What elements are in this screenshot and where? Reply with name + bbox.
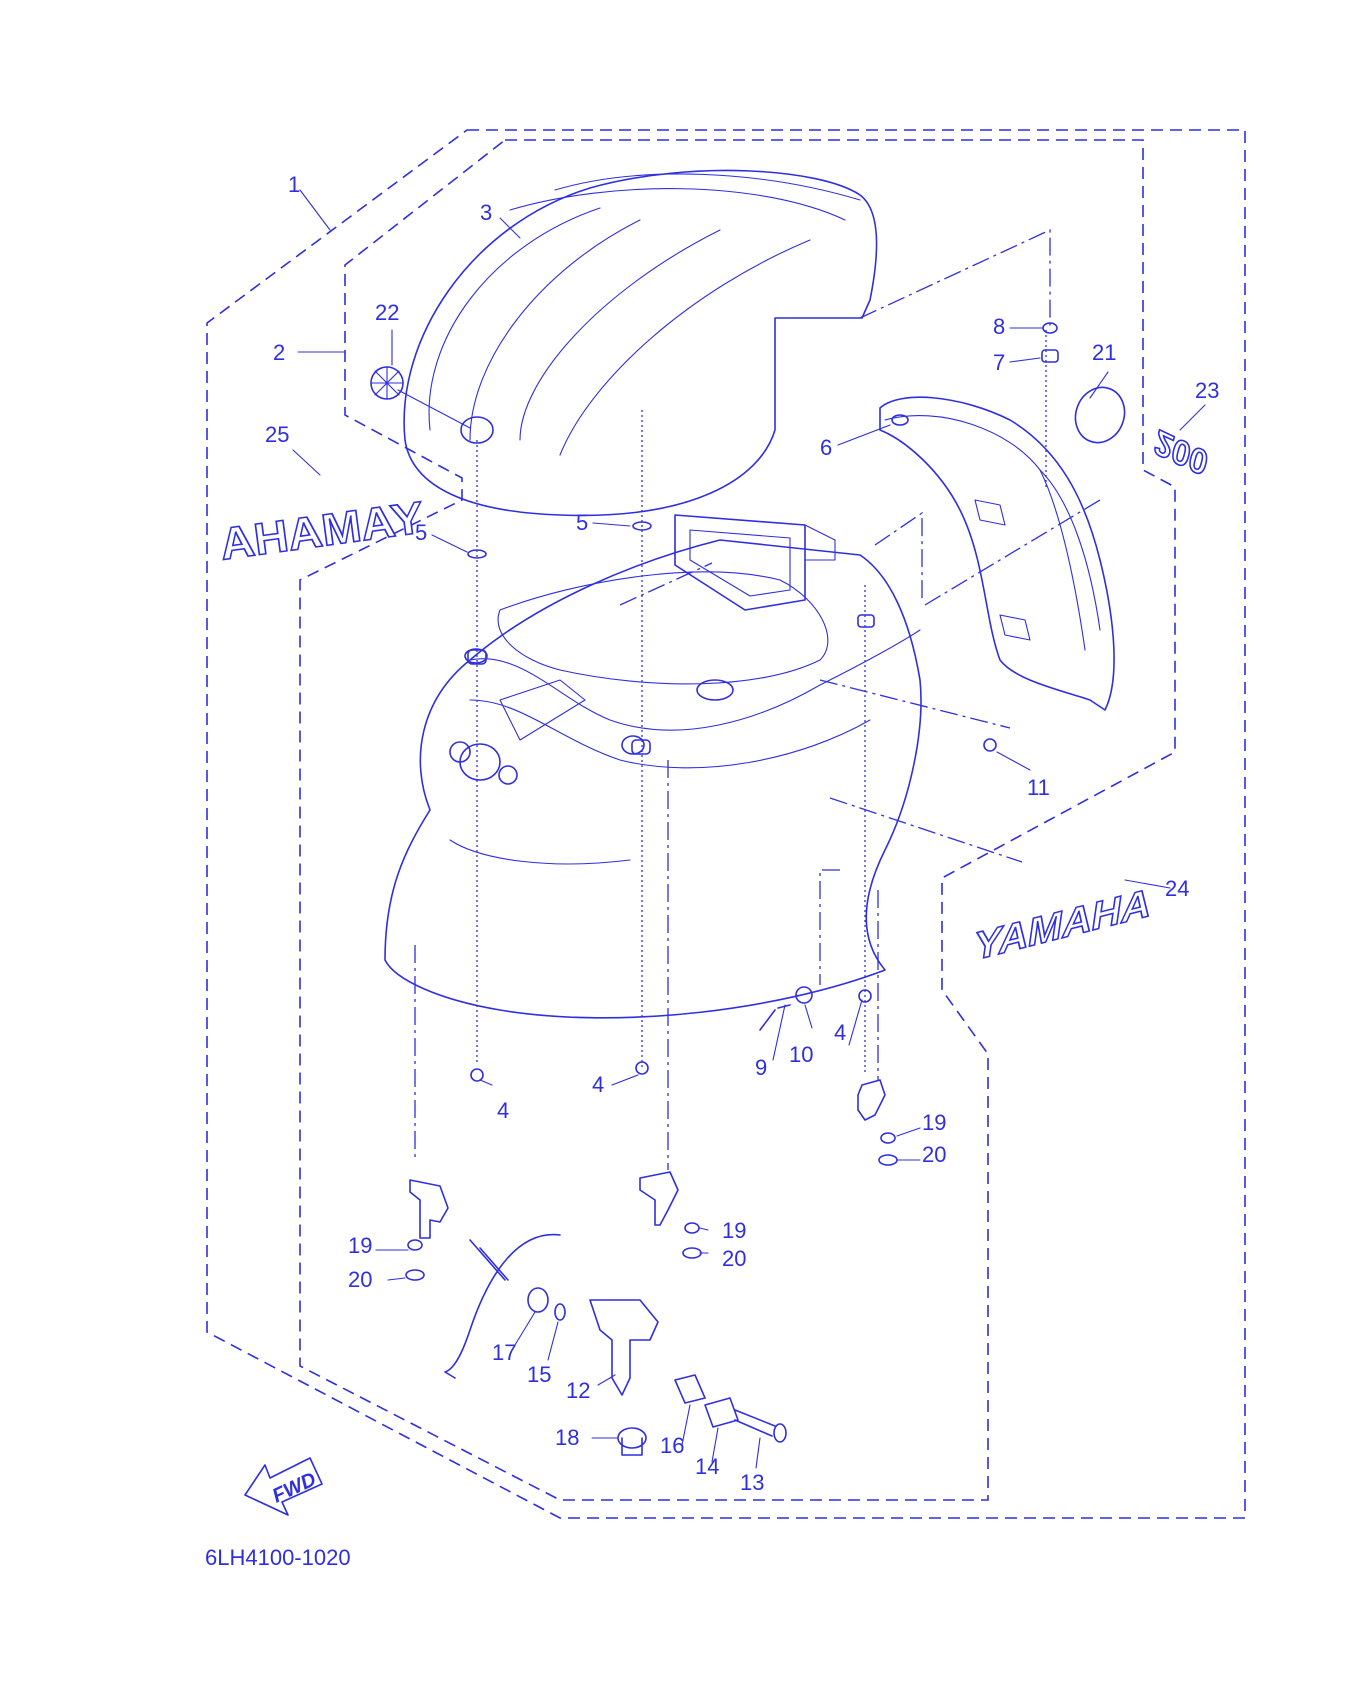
latch-detail: [444, 1233, 787, 1456]
callout-16: 16: [660, 1433, 684, 1458]
callout-5a: 5: [415, 520, 427, 545]
main-cowling: [384, 514, 922, 1019]
svg-text:YAMAHA: YAMAHA: [973, 880, 1152, 969]
callout-11: 11: [1027, 775, 1050, 800]
callout-4c: 4: [834, 1020, 846, 1045]
svg-text:YAMAHA: YAMAHA: [219, 491, 425, 570]
callout-8: 8: [993, 314, 1005, 339]
callout-4b: 4: [592, 1072, 604, 1097]
callout-17: 17: [492, 1340, 516, 1365]
callout-24: 24: [1165, 876, 1189, 901]
callout-9: 9: [755, 1055, 767, 1080]
callout-1: 1: [288, 172, 300, 197]
svg-text:200: 200: [1146, 422, 1214, 481]
callout-19c: 19: [922, 1110, 946, 1135]
decal-25: YAMAHA: [218, 490, 426, 570]
callout-2: 2: [273, 340, 285, 365]
decal-23: 200: [1146, 422, 1216, 482]
callout-5b: 5: [576, 510, 588, 535]
callout-12: 12: [566, 1378, 590, 1403]
hardware: [467, 322, 1059, 1082]
callout-20a: 20: [348, 1267, 372, 1292]
callout-14: 14: [695, 1454, 719, 1479]
callout-leaders: [292, 189, 1206, 1469]
callout-20c: 20: [922, 1142, 946, 1167]
kit-boundary-inner: [299, 139, 1176, 1501]
fwd-arrow-icon: FWD: [244, 1457, 323, 1516]
rear-cover: [879, 396, 1115, 711]
callout-22: 22: [375, 300, 399, 325]
latch-mid: [639, 1171, 702, 1259]
callout-23: 23: [1195, 378, 1219, 403]
callout-6: 6: [820, 435, 832, 460]
plate-21: [1074, 386, 1126, 444]
callout-3: 3: [480, 200, 492, 225]
callout-10: 10: [789, 1042, 813, 1067]
callout-20b: 20: [722, 1246, 746, 1271]
callout-7: 7: [993, 350, 1005, 375]
callout-21: 21: [1092, 340, 1116, 365]
kit-boundary-outer: [206, 129, 1246, 1519]
latch-left: [405, 1179, 449, 1281]
callout-18: 18: [555, 1425, 579, 1450]
assembly-lines: [414, 228, 1101, 1170]
decal-24: YAMAHA: [972, 879, 1152, 969]
callout-25: 25: [265, 422, 289, 447]
callout-19b: 19: [722, 1218, 746, 1243]
top-cover: [403, 169, 878, 517]
callout-15: 15: [527, 1362, 551, 1387]
emblem-22: [370, 366, 471, 429]
callout-13: 13: [740, 1470, 764, 1495]
callout-19a: 19: [348, 1233, 372, 1258]
diagram-code: 6LH4100-1020: [205, 1545, 351, 1570]
callout-4a: 4: [497, 1098, 509, 1123]
callout-numbers: 1 2 3 4 4 4 4 5 5 6 7 8 9 10 11 12 13 14…: [265, 172, 1219, 1495]
latch-right: [857, 1079, 898, 1166]
